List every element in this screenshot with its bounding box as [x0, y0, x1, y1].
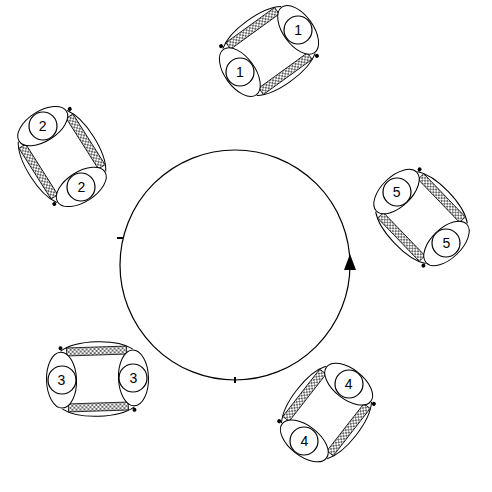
dancer-pair	[266, 349, 388, 475]
dancer-head: 5	[382, 177, 412, 207]
dancer-head: 1	[225, 57, 255, 87]
direction-arrowhead	[344, 254, 356, 270]
dancer-number: 2	[77, 180, 85, 194]
dancer-number: 2	[39, 119, 47, 133]
dancer-head: 2	[28, 111, 58, 141]
dancer-number: 5	[443, 236, 451, 250]
dancer-pair	[359, 155, 483, 280]
dancer-head: 3	[118, 363, 148, 393]
floor-circle	[120, 150, 350, 380]
dancer-number: 5	[393, 185, 401, 199]
dancer-head: 3	[47, 365, 77, 395]
dancer-number: 3	[130, 371, 138, 385]
dancer-head: 4	[334, 369, 364, 399]
dancer-head: 1	[283, 15, 313, 45]
dancer-head: 2	[66, 172, 96, 202]
dancer-number: 4	[345, 377, 353, 391]
dancer-pair	[3, 93, 121, 219]
dancer-number: 1	[294, 23, 302, 37]
dancer-number: 4	[300, 434, 308, 448]
dancer-number: 1	[236, 65, 244, 79]
dancer-head: 5	[431, 228, 461, 258]
dancer-pair	[45, 340, 149, 418]
dancer-pair	[206, 0, 332, 111]
dancer-number: 3	[58, 373, 66, 387]
dancer-head: 4	[289, 426, 319, 456]
